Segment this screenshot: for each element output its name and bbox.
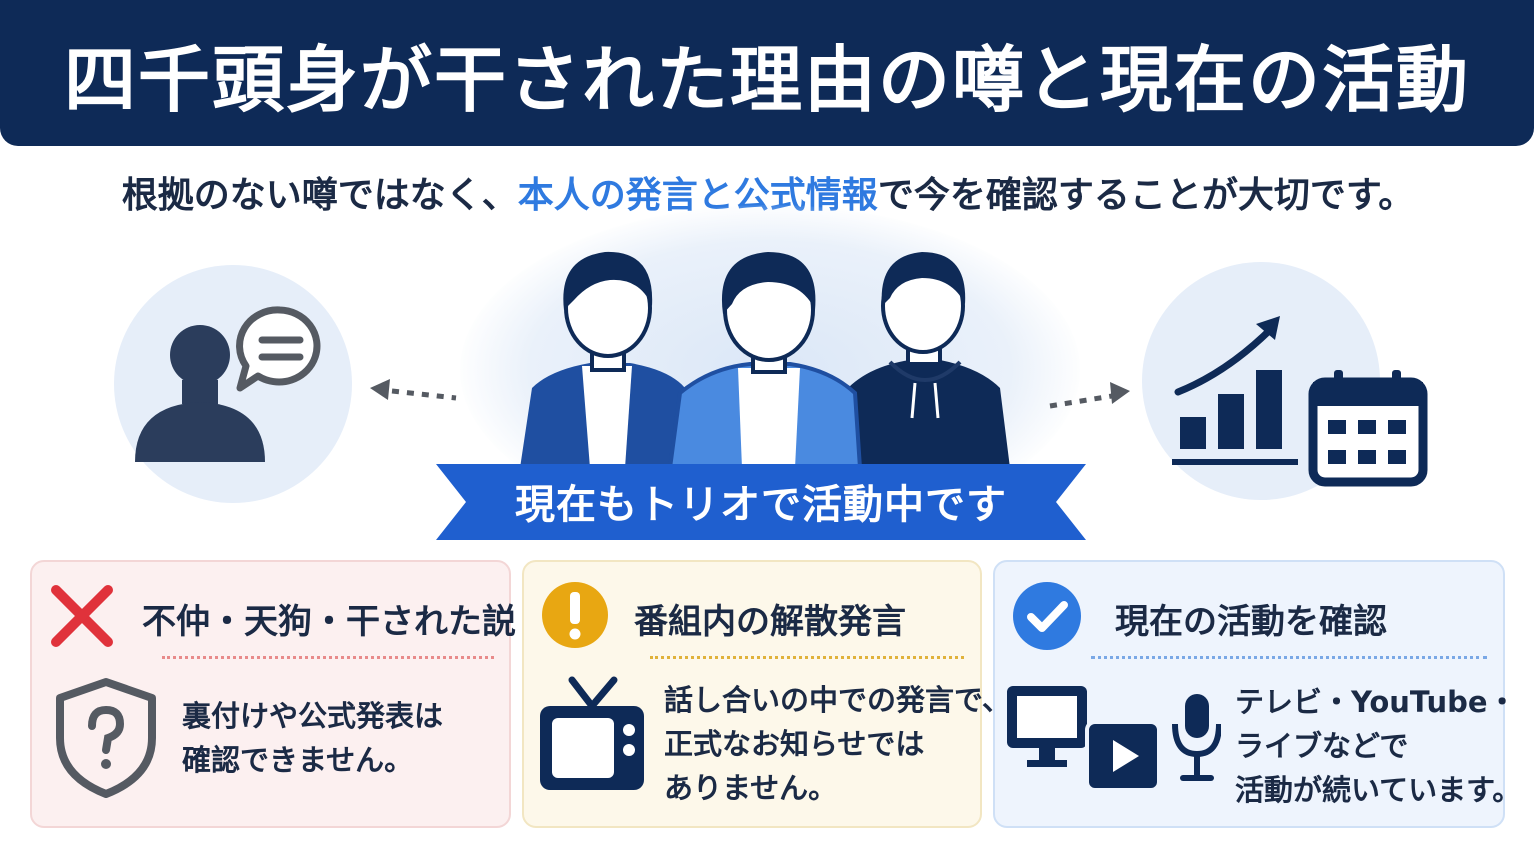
card-breakup-line: 話し合いの中での発言で、	[664, 683, 1011, 717]
left-arrow-icon	[370, 379, 457, 401]
card-rumor-heading: 不仲・天狗・干された説	[142, 602, 516, 642]
member-right	[840, 252, 1010, 468]
trio-members-icon	[520, 251, 1010, 468]
card-breakup-remark: 番組内の解散発言 話し合いの中での発言で、 正式なお知らせでは ありません。	[522, 560, 1011, 828]
divider	[1091, 656, 1487, 659]
card-breakup-body: 話し合いの中での発言で、 正式なお知らせでは ありません。	[664, 678, 1011, 810]
divider	[650, 656, 964, 659]
card-rumor-body: 裏付けや公式発表は 確認できません。	[182, 694, 443, 782]
person-speech-icon	[135, 306, 321, 462]
card-rumor-line: 確認できません。	[182, 743, 414, 777]
card-activity-body: テレビ・YouTube・ ライブなどで 活動が続いています。	[1235, 680, 1521, 812]
card-breakup-line: 正式なお知らせでは	[664, 727, 925, 761]
card-activity-heading: 現在の活動を確認	[1115, 602, 1387, 642]
page-title: 四千頭身が干された理由の噂と現在の活動	[63, 37, 1470, 122]
card-activity-line: ライブなどで	[1235, 729, 1409, 763]
divider	[162, 656, 494, 659]
status-banner	[436, 464, 1086, 540]
speaker-circle	[114, 265, 352, 503]
member-middle	[667, 252, 863, 468]
subtitle: 根拠のない噂ではなく、本人の発言と公式情報で今を確認することが大切です。	[0, 166, 1536, 218]
monitor-icon	[1007, 686, 1087, 767]
growth-calendar-icon	[1172, 316, 1428, 487]
cross-icon	[51, 585, 113, 647]
card-activity-line: テレビ・YouTube・	[1235, 685, 1517, 719]
check-icon	[1013, 582, 1081, 650]
card-breakup-heading: 番組内の解散発言	[634, 602, 906, 642]
microphone-icon	[1172, 694, 1221, 781]
exclamation-icon	[542, 582, 608, 648]
subtitle-part2: で今を確認することが大切です。	[877, 175, 1415, 216]
member-left	[520, 251, 690, 468]
card-current-activity: 現在の活動を確認 テレビ・YouTube・ ライブなどで 活動が続いています。	[993, 560, 1521, 828]
media-icons	[1007, 686, 1221, 792]
card-rumor: 不仲・天狗・干された説 裏付けや公式発表は 確認できません。	[30, 560, 516, 828]
subtitle-part1: 根拠のない噂ではなく、	[121, 175, 518, 216]
card-activity-line: 活動が続いています。	[1235, 773, 1522, 807]
shield-question-icon	[56, 678, 156, 798]
video-play-icon	[1085, 720, 1161, 792]
tv-icon	[540, 676, 644, 790]
card-breakup-line: ありません。	[664, 771, 838, 805]
right-arrow-icon	[1049, 382, 1130, 409]
title-bar: 四千頭身が干された理由の噂と現在の活動	[0, 0, 1534, 146]
card-rumor-line: 裏付けや公式発表は	[182, 699, 444, 733]
banner-label: 現在もトリオで活動中です	[515, 482, 1007, 528]
